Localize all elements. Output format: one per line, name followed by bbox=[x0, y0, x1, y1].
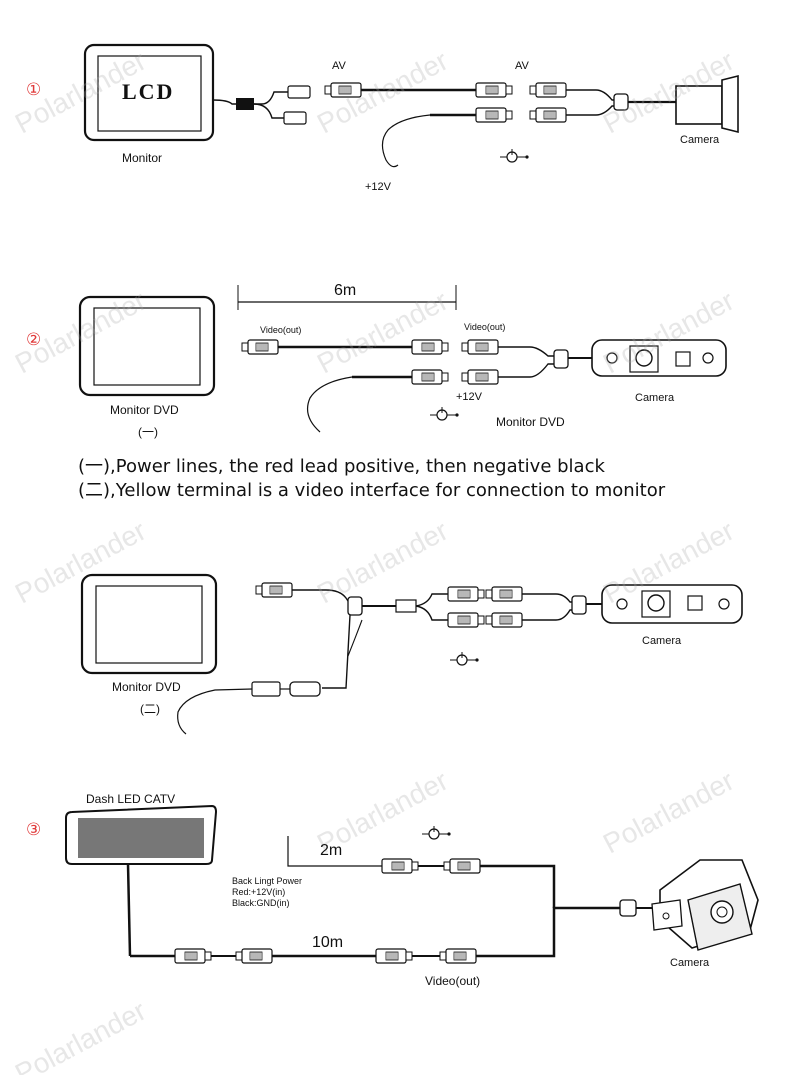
section-1-diagram bbox=[83, 43, 739, 168]
section-2-diagram bbox=[78, 285, 727, 433]
section-marker-2: ② bbox=[26, 330, 42, 350]
note-power-lines: (一),Power lines, the red lead positive, … bbox=[78, 456, 605, 477]
camera-3-label: Camera bbox=[642, 635, 682, 647]
video-out-label-left: Video(out) bbox=[260, 325, 302, 335]
cable-length-10m: 10m bbox=[312, 934, 344, 951]
camera-4-label: Camera bbox=[670, 957, 710, 969]
section-marker-1: ① bbox=[26, 80, 42, 100]
video-out-label-bottom: Video(out) bbox=[425, 974, 481, 988]
back-light-power-red: Red:+12V(in) bbox=[232, 887, 286, 897]
video-out-label-right: Video(out) bbox=[464, 322, 506, 332]
note-video-interface: (二),Yellow terminal is a video interface… bbox=[78, 480, 666, 501]
cable-length-2m: 2m bbox=[320, 842, 343, 859]
back-light-power-black: Black:GND(in) bbox=[232, 898, 290, 908]
dash-led-catv-label: Dash LED CATV bbox=[86, 792, 176, 806]
power-12v-label-2: +12V bbox=[456, 391, 482, 403]
monitor-label: Monitor bbox=[122, 151, 163, 165]
monitor-dvd-sub-label: (一) bbox=[138, 425, 158, 439]
camera-2-label: Camera bbox=[635, 392, 675, 404]
cable-length-6m: 6m bbox=[334, 282, 357, 299]
monitor-dvd-label: Monitor DVD bbox=[110, 403, 179, 417]
camera-1-label: Camera bbox=[680, 134, 720, 146]
camera-2-bar bbox=[591, 339, 727, 377]
monitor-dvd-right-label: Monitor DVD bbox=[496, 415, 565, 429]
monitor-dvd-2-sub-label: (二) bbox=[140, 702, 160, 716]
camera-4-body bbox=[651, 859, 759, 951]
lcd-label: LCD bbox=[122, 79, 175, 104]
power-12v-label-1: +12V bbox=[365, 181, 391, 193]
section-4-diagram bbox=[65, 804, 759, 964]
monitor-dvd-2-label: Monitor DVD bbox=[112, 680, 181, 694]
section-marker-3: ③ bbox=[26, 820, 42, 840]
back-light-power-title: Back Lingt Power bbox=[232, 876, 303, 886]
av-label-left: AV bbox=[332, 60, 346, 72]
section-3-diagram bbox=[80, 573, 743, 735]
av-label-right: AV bbox=[515, 60, 529, 72]
camera-3-bar bbox=[601, 584, 743, 624]
